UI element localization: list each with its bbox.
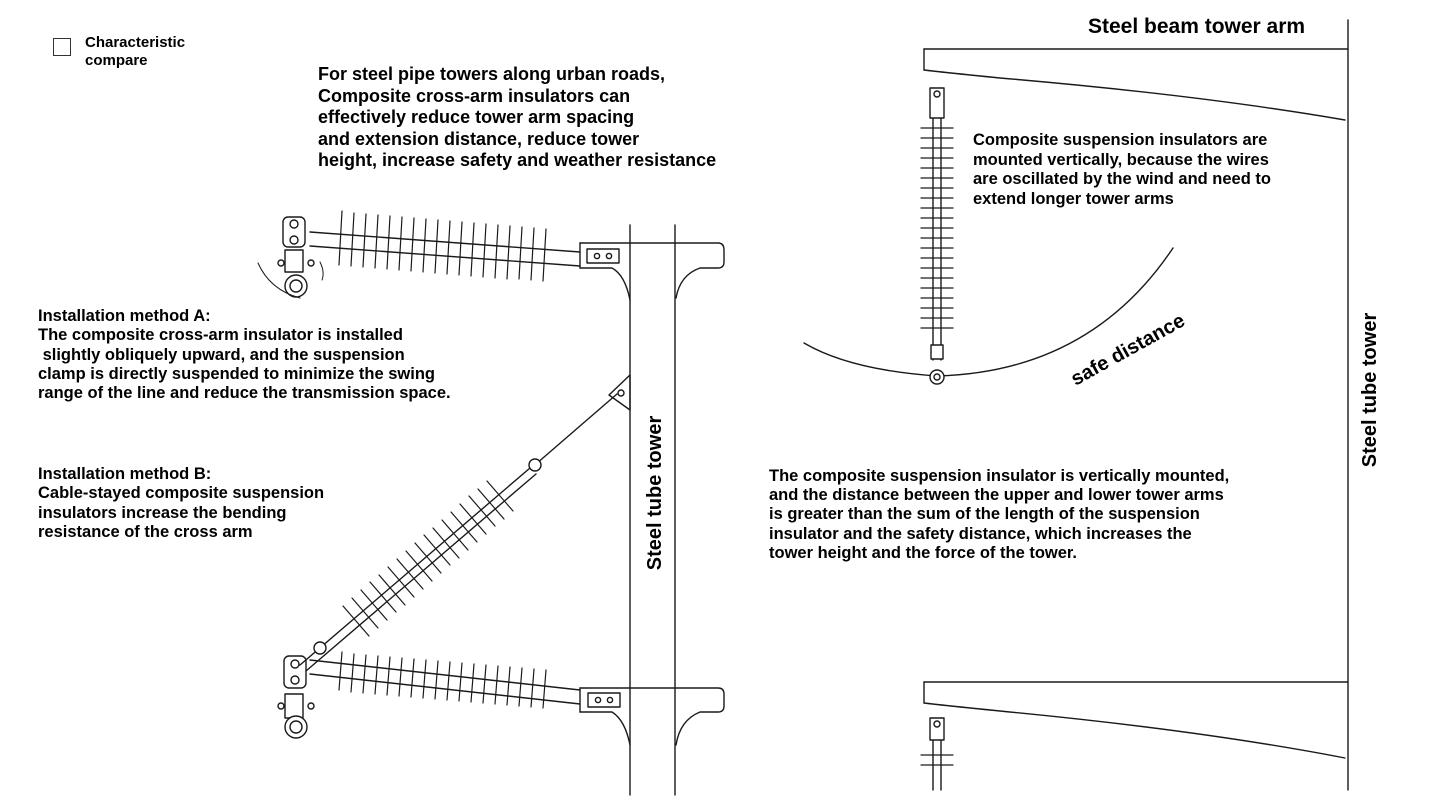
lower-steel-beam-arm bbox=[923, 681, 1349, 759]
stay-suspension-insulator bbox=[299, 393, 618, 672]
safe-distance-arc bbox=[803, 247, 1174, 377]
lower-vertical-insulator-partial bbox=[920, 717, 954, 791]
left-tower-label: Steel tube tower bbox=[644, 415, 666, 571]
characteristic-compare-label: Characteristic compare bbox=[85, 34, 186, 69]
vertical-suspension-insulator bbox=[920, 87, 954, 385]
suspension-insulator-note: Composite suspension insulators are moun… bbox=[973, 131, 1271, 208]
lower-tower-bracket bbox=[579, 687, 725, 746]
upper-cross-arm-insulator bbox=[257, 210, 581, 299]
installation-method-a-text: Installation method A: The composite cro… bbox=[38, 307, 451, 403]
upper-steel-beam-arm bbox=[923, 48, 1349, 121]
installation-method-b-text: Installation method B: Cable-stayed comp… bbox=[38, 465, 325, 541]
right-tower-label: Steel tube tower bbox=[1359, 312, 1381, 468]
intro-description: For steel pipe towers along urban roads,… bbox=[318, 64, 717, 170]
characteristic-compare-checkbox[interactable] bbox=[53, 38, 71, 56]
upper-tower-bracket bbox=[579, 242, 725, 301]
left-steel-tube-tower bbox=[629, 224, 676, 796]
lower-cross-arm-insulator bbox=[277, 651, 581, 739]
steel-beam-tower-arm-title: Steel beam tower arm bbox=[1088, 15, 1306, 38]
vertical-mount-note: The composite suspension insulator is ve… bbox=[769, 467, 1230, 562]
stay-bracket bbox=[608, 374, 631, 411]
